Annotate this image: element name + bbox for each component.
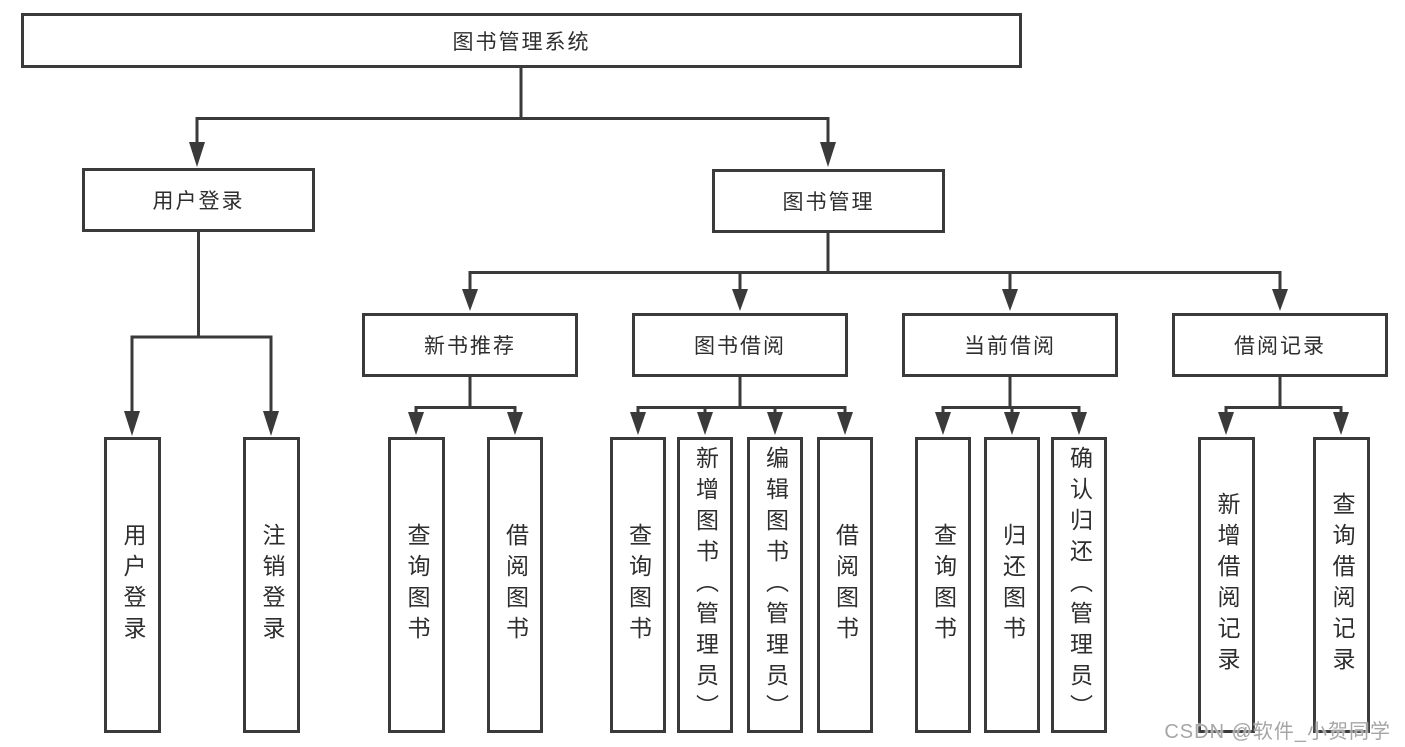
node-new-book-recommend: 新书推荐 [362, 313, 578, 377]
node-label: 用户登录 [120, 523, 146, 647]
arrowhead-icon [820, 142, 836, 167]
connector-new-book-recommend-children [408, 377, 523, 435]
arrowhead-icon [408, 412, 424, 435]
leaf-confirm-return-admin: 确认归还（管理员） [1051, 437, 1107, 733]
arrowhead-icon [1002, 289, 1018, 311]
connector-book-borrow-children [630, 377, 853, 435]
node-label: 新增借阅记录 [1214, 492, 1240, 678]
leaf-query-books-current: 查询图书 [915, 437, 971, 733]
arrowhead-icon [1272, 289, 1288, 311]
node-label: 图书管理系统 [452, 30, 591, 54]
node-label: 借阅图书 [502, 523, 529, 647]
arrowhead-icon [1004, 412, 1020, 435]
leaf-return-books: 归还图书 [984, 437, 1040, 733]
node-label: 借阅图书 [832, 523, 859, 647]
arrowhead-icon [935, 412, 951, 435]
node-label: 注销登录 [259, 523, 285, 647]
node-label: 查询图书 [930, 523, 957, 647]
leaf-add-borrow-record: 新增借阅记录 [1198, 437, 1255, 733]
node-label: 新书推荐 [424, 335, 516, 358]
node-borrow-records: 借阅记录 [1172, 313, 1388, 377]
node-label: 编辑图书（管理员） [762, 445, 789, 725]
connector-root-to-level1 [189, 68, 836, 167]
node-label: 图书管理 [782, 191, 875, 214]
node-library-management-system: 图书管理系统 [21, 13, 1022, 68]
leaf-user-login: 用户登录 [104, 437, 161, 733]
node-label: 当前借阅 [964, 335, 1056, 358]
node-label: 查询图书 [404, 523, 430, 647]
leaf-query-books-borrow: 查询图书 [610, 437, 666, 733]
node-label: 借阅记录 [1234, 335, 1326, 358]
leaf-borrow-books-recommend: 借阅图书 [487, 437, 543, 733]
arrowhead-icon [189, 142, 205, 167]
arrowhead-icon [767, 412, 783, 435]
arrowhead-icon [263, 411, 279, 436]
leaf-edit-book-admin: 编辑图书（管理员） [747, 437, 803, 733]
arrowhead-icon [462, 289, 478, 311]
node-label: 新增图书（管理员） [692, 445, 719, 725]
node-label: 图书借阅 [694, 335, 786, 358]
arrowhead-icon [837, 412, 853, 435]
leaf-add-book-admin: 新增图书（管理员） [677, 437, 733, 733]
arrowhead-icon [507, 412, 523, 435]
node-label: 查询借阅记录 [1329, 492, 1355, 678]
arrowhead-icon [1333, 412, 1349, 435]
node-book-borrow: 图书借阅 [632, 313, 848, 377]
connector-book-management-children [462, 232, 1288, 311]
csdn-watermark: CSDN @软件_小贺同学 [1164, 721, 1391, 743]
connector-user-login-children [124, 232, 279, 436]
arrowhead-icon [697, 412, 713, 435]
arrowhead-icon [1071, 412, 1087, 435]
arrowhead-icon [630, 412, 646, 435]
arrowhead-icon [732, 289, 748, 311]
leaf-borrow-books-borrow: 借阅图书 [817, 437, 873, 733]
node-user-login: 用户登录 [82, 168, 315, 232]
connector-borrow-records-children [1218, 377, 1349, 435]
node-label: 确认归还（管理员） [1066, 445, 1093, 725]
arrowhead-icon [1218, 412, 1234, 435]
node-label: 查询图书 [625, 523, 652, 647]
node-label: 归还图书 [999, 523, 1026, 647]
node-current-borrow: 当前借阅 [902, 313, 1118, 377]
leaf-query-books-recommend: 查询图书 [388, 437, 445, 733]
leaf-logout-login: 注销登录 [243, 437, 300, 733]
leaf-query-borrow-record: 查询借阅记录 [1313, 437, 1370, 733]
node-book-management: 图书管理 [712, 169, 945, 233]
arrowhead-icon [124, 411, 140, 436]
connector-current-borrow-children [935, 377, 1087, 435]
node-label: 用户登录 [152, 190, 245, 213]
